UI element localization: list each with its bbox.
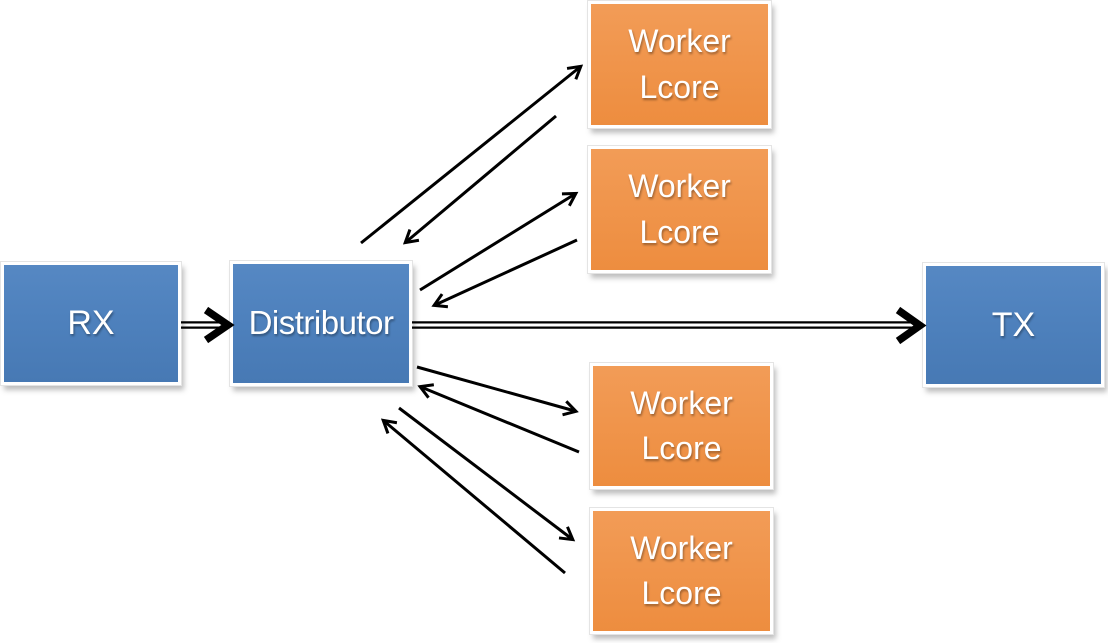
- worker-lcore-node-3: Worker Lcore: [590, 363, 773, 489]
- arrow-distributor-to-tx: [412, 306, 927, 345]
- worker-lcore-label-4: Worker Lcore: [630, 529, 733, 611]
- arrow-worker-2-to-distributor: [431, 238, 578, 309]
- arrow-worker-3-to-distributor: [417, 383, 580, 454]
- arrow-distributor-to-worker-4: [398, 406, 576, 542]
- arrow-rx-to-distributor: [181, 306, 235, 344]
- worker-lcore-node-1: Worker Lcore: [588, 1, 771, 128]
- worker-lcore-label-1: Worker Lcore: [628, 23, 731, 105]
- tx-label: TX: [991, 305, 1036, 344]
- rx-node: RX: [1, 262, 181, 385]
- tx-node: TX: [923, 263, 1104, 387]
- arrow-distributor-to-worker-1: [360, 64, 584, 245]
- worker-lcore-label-2: Worker Lcore: [628, 168, 731, 250]
- arrow-distributor-to-worker-3: [416, 365, 579, 417]
- worker-lcore-label-3: Worker Lcore: [630, 384, 733, 466]
- arrow-worker-4-to-distributor: [380, 418, 566, 575]
- worker-lcore-node-2: Worker Lcore: [588, 146, 771, 273]
- distributor-node: Distributor: [230, 261, 412, 386]
- distributor-label: Distributor: [248, 304, 394, 342]
- arrow-worker-1-to-distributor: [402, 114, 557, 245]
- rx-label: RX: [67, 304, 115, 343]
- worker-lcore-node-4: Worker Lcore: [590, 508, 773, 634]
- arrow-distributor-to-worker-2: [419, 191, 579, 292]
